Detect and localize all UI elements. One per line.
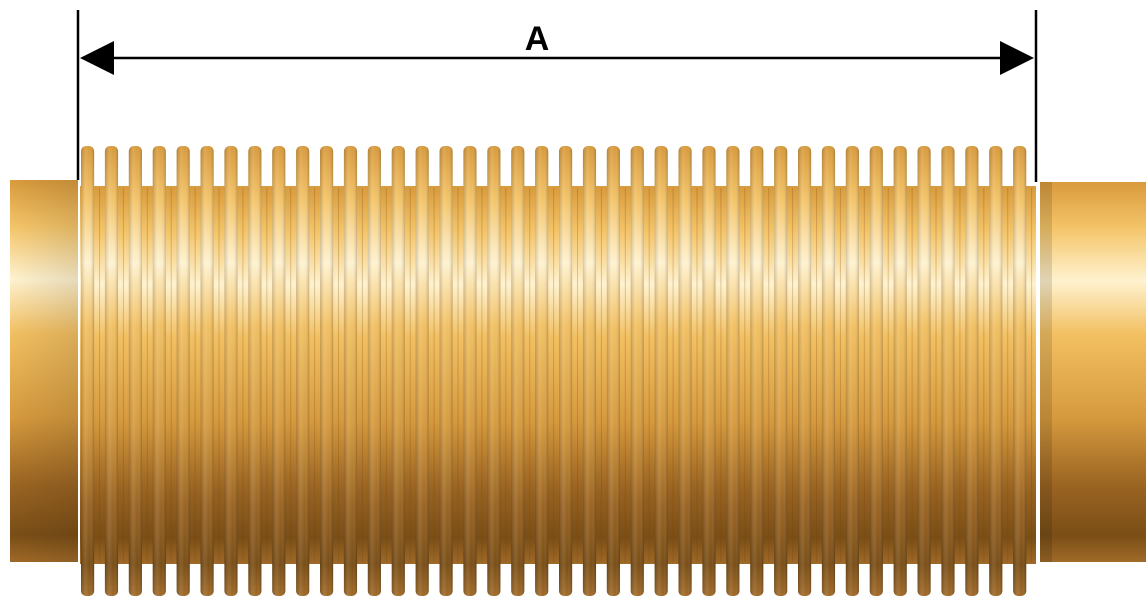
bellows-body: [80, 186, 1036, 564]
convolution-ridge: [606, 146, 626, 596]
convolution-ridge: [559, 146, 579, 596]
convolution-ridge: [367, 146, 387, 596]
convolution-ridge: [391, 146, 411, 596]
left-end-cuff: [10, 180, 78, 562]
right-end-cuff: [1040, 182, 1146, 562]
dimension-a: A: [76, 10, 1038, 182]
convolution-ridge: [296, 146, 316, 596]
convolution-ridge: [845, 146, 865, 596]
convolution-ridge: [750, 146, 770, 596]
convolution-ridge: [678, 146, 698, 596]
convolution-ridge: [343, 146, 363, 596]
convolution-ridge: [582, 146, 602, 596]
convolution-ridge: [463, 146, 483, 596]
bellows-convolutions: [80, 146, 1036, 596]
convolution-ridge: [1013, 146, 1033, 596]
convolution-ridge: [511, 146, 531, 596]
convolution-ridge: [869, 146, 889, 596]
convolution-ridge: [487, 146, 507, 596]
convolution-ridge: [272, 146, 292, 596]
convolution-ridge: [152, 146, 172, 596]
convolution-ridge: [320, 146, 340, 596]
arrowhead-left: [80, 41, 114, 75]
convolution-ridge: [104, 146, 124, 596]
convolution-ridge: [654, 146, 674, 596]
convolution-ridge: [630, 146, 650, 596]
convolution-ridge: [965, 146, 985, 596]
convolution-ridge: [224, 146, 244, 596]
convolution-ridge: [893, 146, 913, 596]
convolution-ridge: [989, 146, 1009, 596]
dimension-label: A: [525, 20, 550, 58]
convolution-ridge: [821, 146, 841, 596]
convolution-ridge: [439, 146, 459, 596]
convolution-ridge: [200, 146, 220, 596]
convolution-ridge: [917, 146, 937, 596]
arrowhead-right: [1000, 41, 1034, 75]
convolution-ridge: [176, 146, 196, 596]
convolution-ridge: [535, 146, 555, 596]
convolution-ridge: [128, 146, 148, 596]
convolution-ridge: [798, 146, 818, 596]
convolution-ridge: [726, 146, 746, 596]
convolution-ridge: [702, 146, 722, 596]
convolution-ridge: [415, 146, 435, 596]
convolution-ridge: [774, 146, 794, 596]
convolution-ridge: [81, 146, 101, 596]
convolution-ridge: [248, 146, 268, 596]
convolution-ridge: [941, 146, 961, 596]
